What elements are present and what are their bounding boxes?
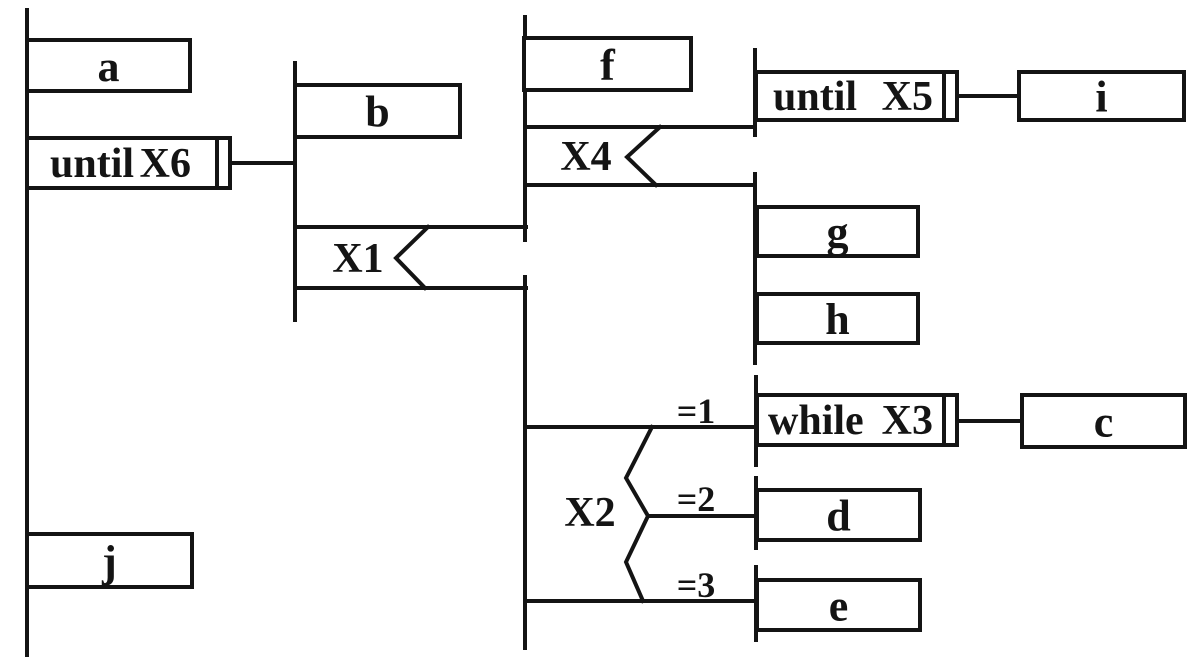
node-label-f: f [600,41,616,90]
node-keyword-while-x3: while [768,398,864,444]
node-box-g [755,205,920,258]
node-label-b: b [365,88,389,137]
branch-label-eq2: =2 [677,479,716,519]
node-box-until-x5 [754,70,959,122]
node-variable-until-x6: X6 [140,141,191,187]
x1-chevron [393,224,431,291]
node-box-h [755,292,920,345]
node-label-e: e [829,582,849,631]
node-box-c [1020,393,1187,449]
node-box-until-x6 [25,136,232,190]
x2-zigzag [623,424,655,604]
node-box-j [25,532,194,589]
node-variable-until-x5: X5 [882,74,933,120]
node-label-c: c [1094,398,1114,447]
node-variable-while-x3: X3 [882,398,933,444]
node-box-i [1017,70,1186,122]
node-label-g: g [827,208,849,257]
node-box-f [522,36,693,92]
branch-label-eq3: =3 [677,565,716,605]
node-box-e [755,578,922,632]
node-keyword-until-x5: until [773,74,857,120]
branch-label-eq1: =1 [677,391,716,431]
node-box-b [293,83,462,139]
node-keyword-until-x6: until [50,141,134,187]
node-label-j: j [101,537,117,586]
node-label-h: h [825,295,849,344]
condition-label-x2: X2 [564,490,615,536]
node-box-d [755,488,922,542]
condition-label-x4: X4 [560,134,611,180]
node-label-i: i [1095,73,1107,122]
condition-label-x1: X1 [332,236,383,282]
node-label-d: d [826,492,850,541]
node-box-a [25,38,192,93]
x4-chevron [624,124,663,188]
node-box-while-x3 [755,393,959,447]
node-label-a: a [98,42,120,91]
